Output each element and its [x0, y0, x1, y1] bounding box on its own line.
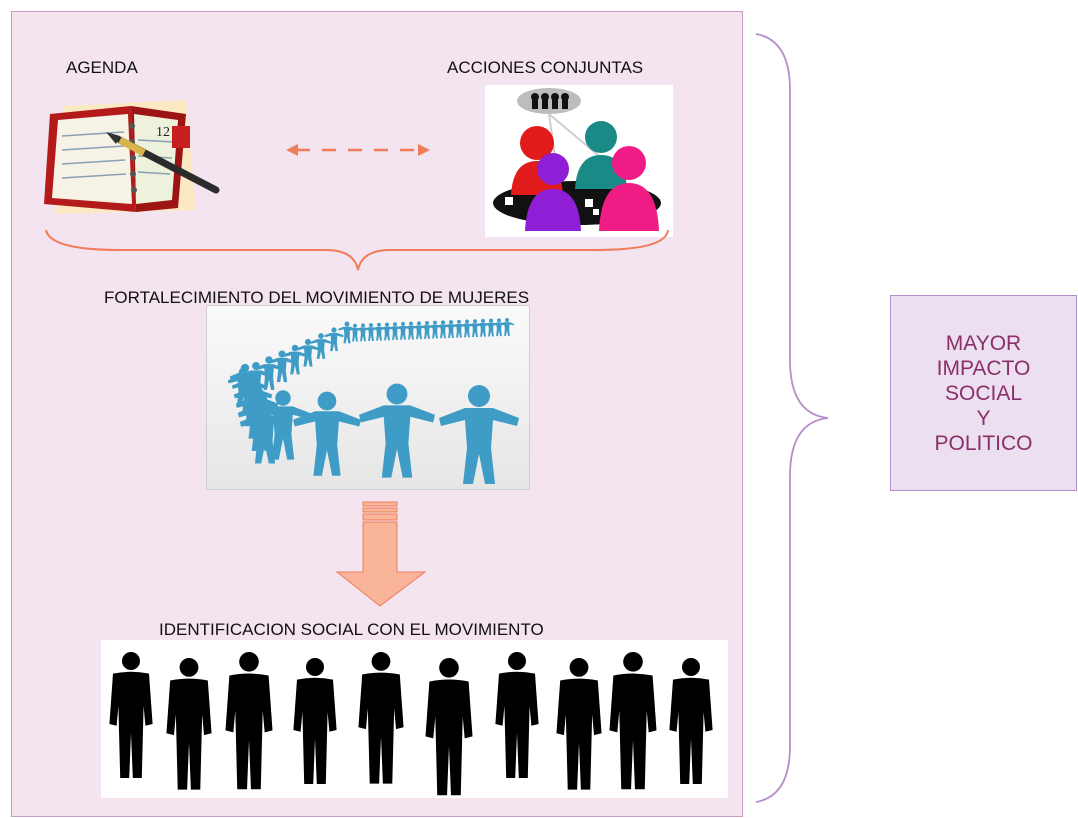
chain-of-people-image	[206, 305, 530, 490]
result-line: MAYOR	[945, 331, 1022, 355]
grouping-brace	[45, 229, 669, 271]
result-line: IMPACTO	[936, 356, 1031, 380]
result-box: MAYOR IMPACTO SOCIAL Y POLITICO	[890, 295, 1077, 491]
silhouettes-image	[101, 640, 728, 798]
label-acciones-conjuntas: ACCIONES CONJUNTAS	[447, 58, 644, 77]
label-fortalecimiento: FORTALECIMIENTO DEL MOVIMIENTO DE MUJERE…	[104, 288, 530, 307]
result-text: MAYOR IMPACTO SOCIAL Y POLITICO	[934, 331, 1032, 456]
agenda-book-icon: 12	[44, 100, 220, 214]
down-arrow-icon	[335, 501, 427, 607]
result-line: Y	[976, 406, 991, 430]
double-arrow-icon	[286, 144, 430, 156]
meeting-people-icon	[485, 85, 673, 237]
result-brace	[755, 33, 829, 803]
result-line: POLITICO	[934, 431, 1033, 455]
label-agenda: AGENDA	[66, 58, 138, 77]
label-identificacion: IDENTIFICACION SOCIAL CON EL MOVIMIENTO	[159, 620, 544, 639]
svg-text:12: 12	[156, 125, 170, 140]
result-line: SOCIAL	[944, 381, 1023, 405]
